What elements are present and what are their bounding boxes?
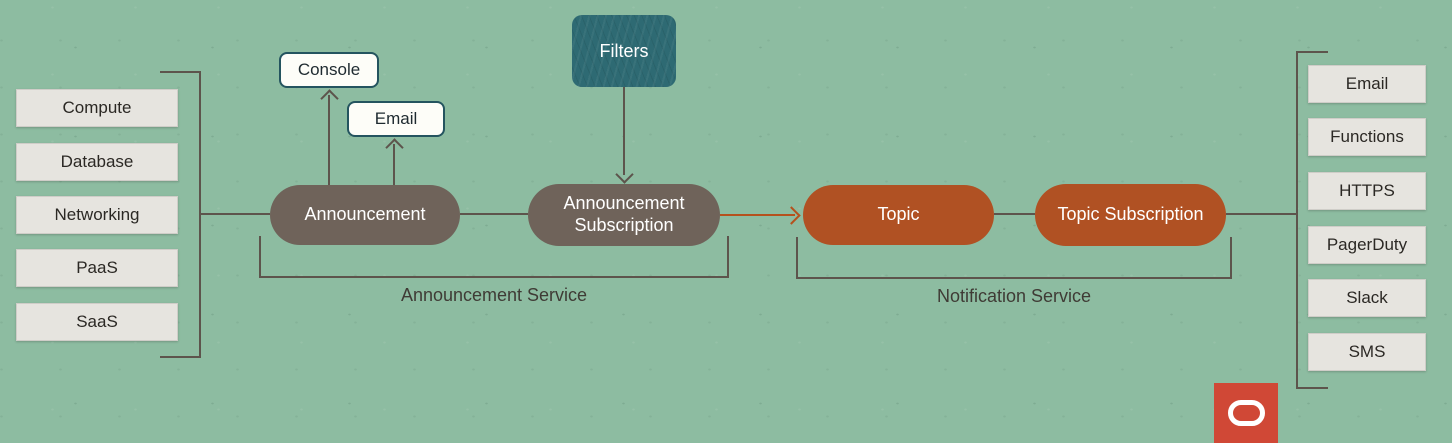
announcement-service-bracket-right-tick bbox=[727, 236, 729, 276]
node-channel-pagerduty: PagerDuty bbox=[1308, 226, 1426, 264]
oracle-logo-icon bbox=[1214, 383, 1278, 443]
right-bracket-bottom-tick bbox=[1296, 387, 1328, 389]
right-bracket-vertical bbox=[1296, 51, 1298, 389]
notification-service-label: Notification Service bbox=[936, 286, 1092, 306]
node-topic-subscription: Topic Subscription bbox=[1035, 184, 1226, 246]
node-channel-https: HTTPS bbox=[1308, 172, 1426, 210]
right-bracket-top-tick bbox=[1296, 51, 1328, 53]
arrow-filters-to-subscription-head bbox=[615, 165, 634, 184]
arrow-announcement-to-console-head bbox=[320, 89, 339, 108]
node-channel-slack: Slack bbox=[1308, 279, 1426, 317]
arrow-announcement-to-console-line bbox=[328, 95, 330, 185]
node-announcement-subscription: Announcement Subscription bbox=[528, 184, 720, 246]
arrow-filters-to-subscription-line bbox=[623, 87, 625, 175]
left-bracket-bottom-tick bbox=[160, 356, 201, 358]
node-paas: PaaS bbox=[16, 249, 178, 287]
arrow-announcement-to-email-line bbox=[393, 144, 395, 185]
notification-service-bracket-right-tick bbox=[1230, 237, 1232, 277]
oracle-o-glyph bbox=[1227, 400, 1265, 426]
connector-announcement-to-subscription bbox=[460, 213, 528, 215]
node-announcement: Announcement bbox=[270, 185, 460, 245]
connector-topic-to-topic-subscription bbox=[994, 213, 1035, 215]
node-saas: SaaS bbox=[16, 303, 178, 341]
node-email-output: Email bbox=[347, 101, 445, 137]
node-console: Console bbox=[279, 52, 379, 88]
left-bracket-top-tick bbox=[160, 71, 201, 73]
node-database: Database bbox=[16, 143, 178, 181]
arrow-subscription-to-topic-head bbox=[782, 206, 801, 225]
node-channel-sms: SMS bbox=[1308, 333, 1426, 371]
node-channel-email: Email bbox=[1308, 65, 1426, 103]
connector-topic-subscription-to-channels bbox=[1226, 213, 1297, 215]
notification-service-bracket-line bbox=[796, 277, 1232, 279]
announcement-service-bracket-left-tick bbox=[259, 236, 261, 276]
node-channel-functions: Functions bbox=[1308, 118, 1426, 156]
node-topic: Topic bbox=[803, 185, 994, 245]
connector-sources-to-announcement bbox=[199, 213, 270, 215]
notification-service-bracket-left-tick bbox=[796, 237, 798, 277]
announcement-service-bracket-line bbox=[259, 276, 729, 278]
announcement-service-label: Announcement Service bbox=[400, 285, 588, 305]
node-compute: Compute bbox=[16, 89, 178, 127]
node-filters: Filters bbox=[572, 15, 676, 87]
node-networking: Networking bbox=[16, 196, 178, 234]
arrow-subscription-to-topic-line bbox=[720, 214, 795, 216]
arrow-announcement-to-email-head bbox=[385, 138, 404, 157]
